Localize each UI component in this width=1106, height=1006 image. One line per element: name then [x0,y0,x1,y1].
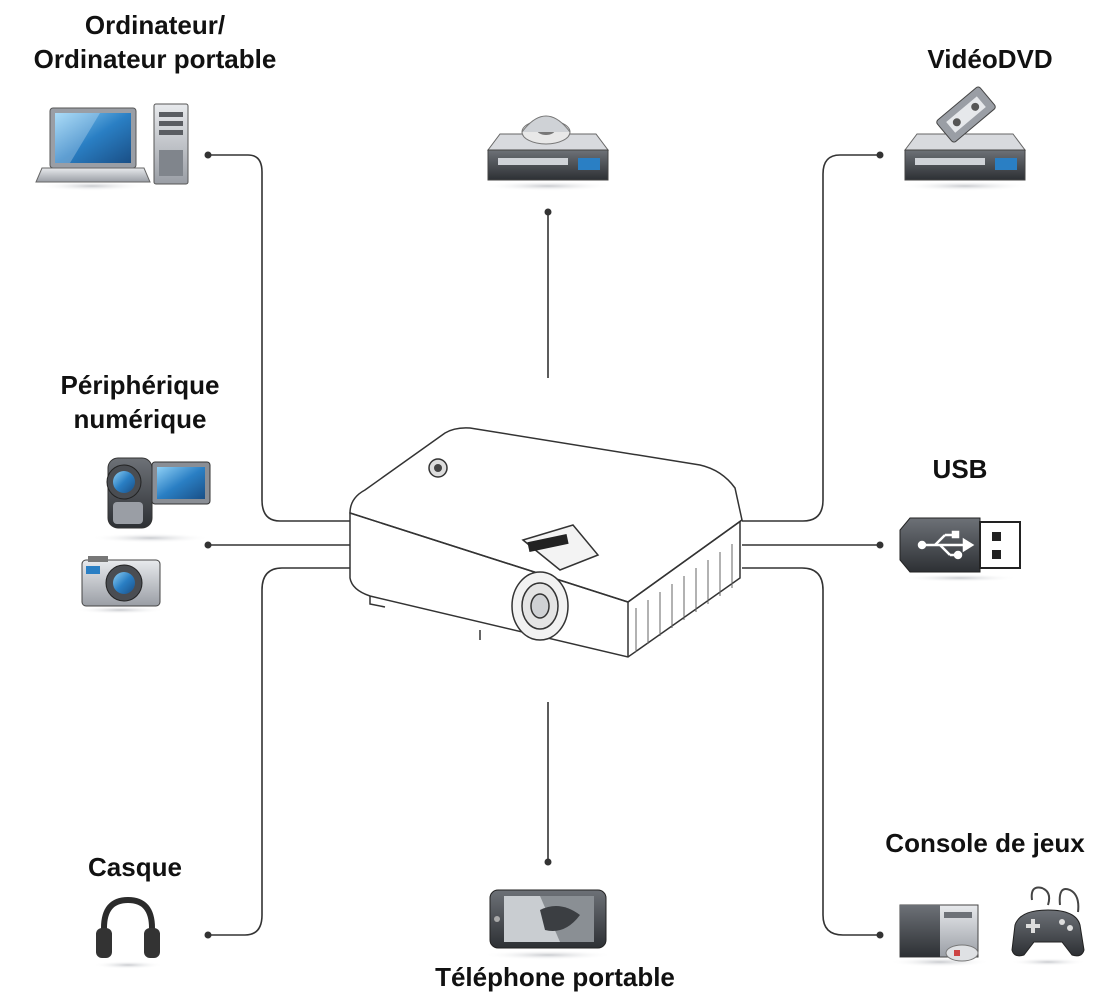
dvd-player-icon [900,86,1030,191]
game-console-icon [890,904,990,967]
camcorder-icon [90,457,211,543]
gamepad-icon [1010,886,1086,966]
connection-dots [204,151,884,939]
label-usb: USB [900,452,1020,486]
line-computer [208,154,350,522]
projector-icon [349,427,743,658]
projector-vents [635,544,733,652]
label-computer-line1: Ordinateur/ [84,10,226,40]
laptop-icon [35,107,151,191]
mobile-phone-icon [483,889,613,960]
label-computer-line2: Ordinateur portable [33,44,277,74]
label-headset-text: Casque [88,852,182,882]
desktop-tower-icon [153,103,189,185]
label-phone-text: Téléphone portable [435,962,675,992]
label-game-console: Console de jeux [860,826,1106,860]
label-computer: Ordinateur/ Ordinateur portable [0,8,310,76]
label-phone: Téléphone portable [390,960,720,994]
label-usb-text: USB [932,454,988,484]
camera-icon [75,556,165,614]
media-player-icon [483,115,613,191]
connection-lines [208,154,880,936]
label-headset: Casque [55,850,215,884]
headphones-icon [93,896,163,969]
label-digital-line2: numérique [73,404,207,434]
label-dvd: VidéoDVD [900,42,1080,76]
label-digital-line1: Périphérique [60,370,220,400]
label-dvd-text: VidéoDVD [927,44,1053,74]
label-game-text: Console de jeux [885,828,1085,858]
label-digital-device: Périphérique numérique [20,368,260,436]
line-dvd [742,154,880,522]
line-headset [208,567,350,936]
usb-drive-icon [899,517,1021,582]
line-game [742,567,880,936]
